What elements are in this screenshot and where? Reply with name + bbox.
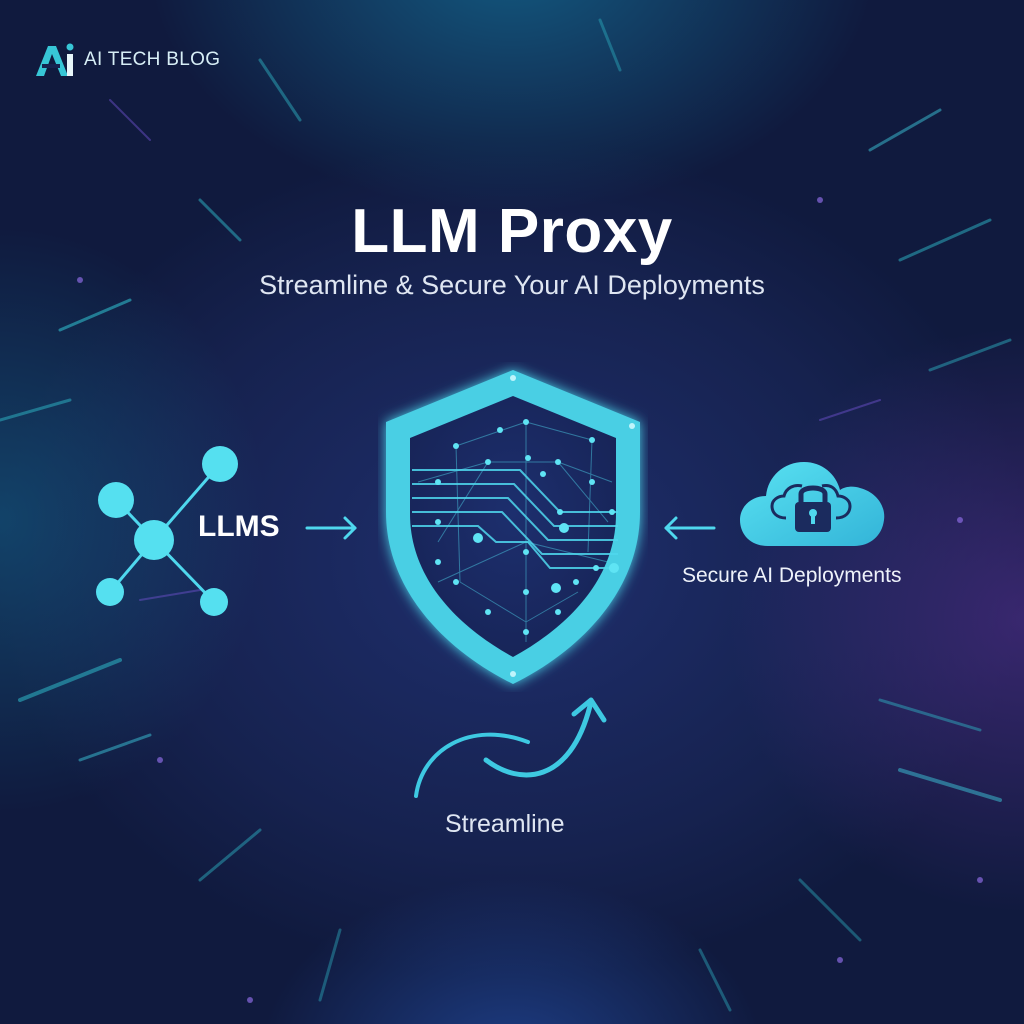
shield-circuit-icon [386,370,640,684]
arrow-right-icon [305,516,357,540]
streamline-label: Streamline [445,810,565,838]
ai-monogram-logo-icon [36,43,74,76]
brand-logo: AI TECH BLOG [34,42,220,78]
network-nodes-icon [96,446,238,616]
cloud-lock-icon [740,462,885,546]
page-subtitle: Streamline & Secure Your AI Deployments [259,270,765,300]
page-title: LLM Proxy [351,197,673,266]
secure-deployments-label: Secure AI Deployments [682,564,902,587]
arrow-left-icon [664,516,716,540]
brand-name: AI TECH BLOG [84,49,221,70]
curved-arrow-up-icon [414,697,607,798]
llms-label: LLMS [198,510,280,543]
